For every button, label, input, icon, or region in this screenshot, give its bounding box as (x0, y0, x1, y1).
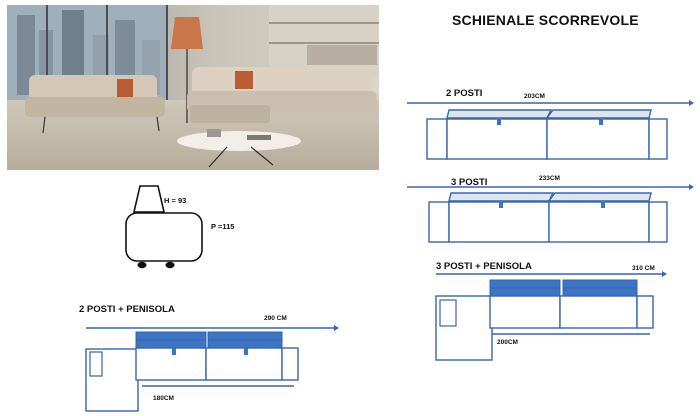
right-armrest (636, 295, 654, 329)
height-label: H = 93 (164, 196, 187, 205)
config-3-posti-penisola-width: 310 CM (632, 265, 655, 272)
config-3-posti-width: 233CM (539, 175, 560, 182)
rear-foot (165, 261, 175, 269)
config-2-posti-diagram (407, 100, 694, 160)
chaise-back (439, 299, 457, 327)
backrest-right (562, 279, 638, 289)
left-armrest (426, 118, 448, 160)
backrest-left (135, 331, 207, 341)
config-3-posti-diagram (407, 184, 694, 243)
cushion-right (562, 287, 638, 297)
left-armrest (428, 201, 450, 243)
arrow-head (662, 271, 667, 277)
config-3-posti-label: 3 POSTI (451, 177, 488, 188)
seat-left (446, 118, 548, 160)
config-2-posti-label: 2 POSTI (446, 88, 483, 99)
config-3-posti-penisola-inner: 200CM (497, 339, 518, 346)
config-2-posti-penisola-inner: 180CM (153, 395, 174, 402)
config-2-posti-penisola-diagram (85, 325, 339, 412)
backrest-profile (132, 185, 166, 213)
backrest-left (489, 279, 561, 289)
seat-right (546, 118, 650, 160)
arrow-head (689, 184, 694, 190)
config-2-posti-penisola-width: 290 CM (264, 315, 287, 322)
seat-left (489, 295, 561, 329)
cushion-left (489, 287, 561, 297)
backrest-right (207, 331, 283, 341)
config-2-posti-width: 203CM (524, 93, 545, 100)
seat-right (548, 201, 650, 243)
front-foot (137, 261, 147, 269)
backrest-right (545, 109, 652, 119)
seat-profile (125, 212, 203, 262)
side-profile-diagram (125, 185, 203, 269)
right-armrest (281, 347, 299, 381)
backrest-left (448, 192, 555, 202)
config-3-posti-penisola-label: 3 POSTI + PENISOLA (436, 261, 532, 272)
right-armrest (648, 201, 668, 243)
config-3-posti-penisola-diagram (435, 271, 667, 361)
arrow-head (689, 100, 694, 106)
cushion-right (207, 339, 283, 349)
backrest-right (547, 192, 652, 202)
arrow-head (334, 325, 339, 331)
right-armrest (648, 118, 668, 160)
cushion-left (135, 339, 207, 349)
backrest-left (446, 109, 553, 119)
seat-left (135, 347, 207, 381)
chaise-back (89, 351, 103, 377)
seat-right (559, 295, 638, 329)
seat-left (448, 201, 550, 243)
config-2-posti-penisola-label: 2 POSTI + PENISOLA (79, 304, 175, 315)
product-photo (7, 5, 379, 170)
depth-label: P =115 (211, 222, 235, 231)
page-title: SCHIENALE SCORREVOLE (452, 12, 639, 28)
